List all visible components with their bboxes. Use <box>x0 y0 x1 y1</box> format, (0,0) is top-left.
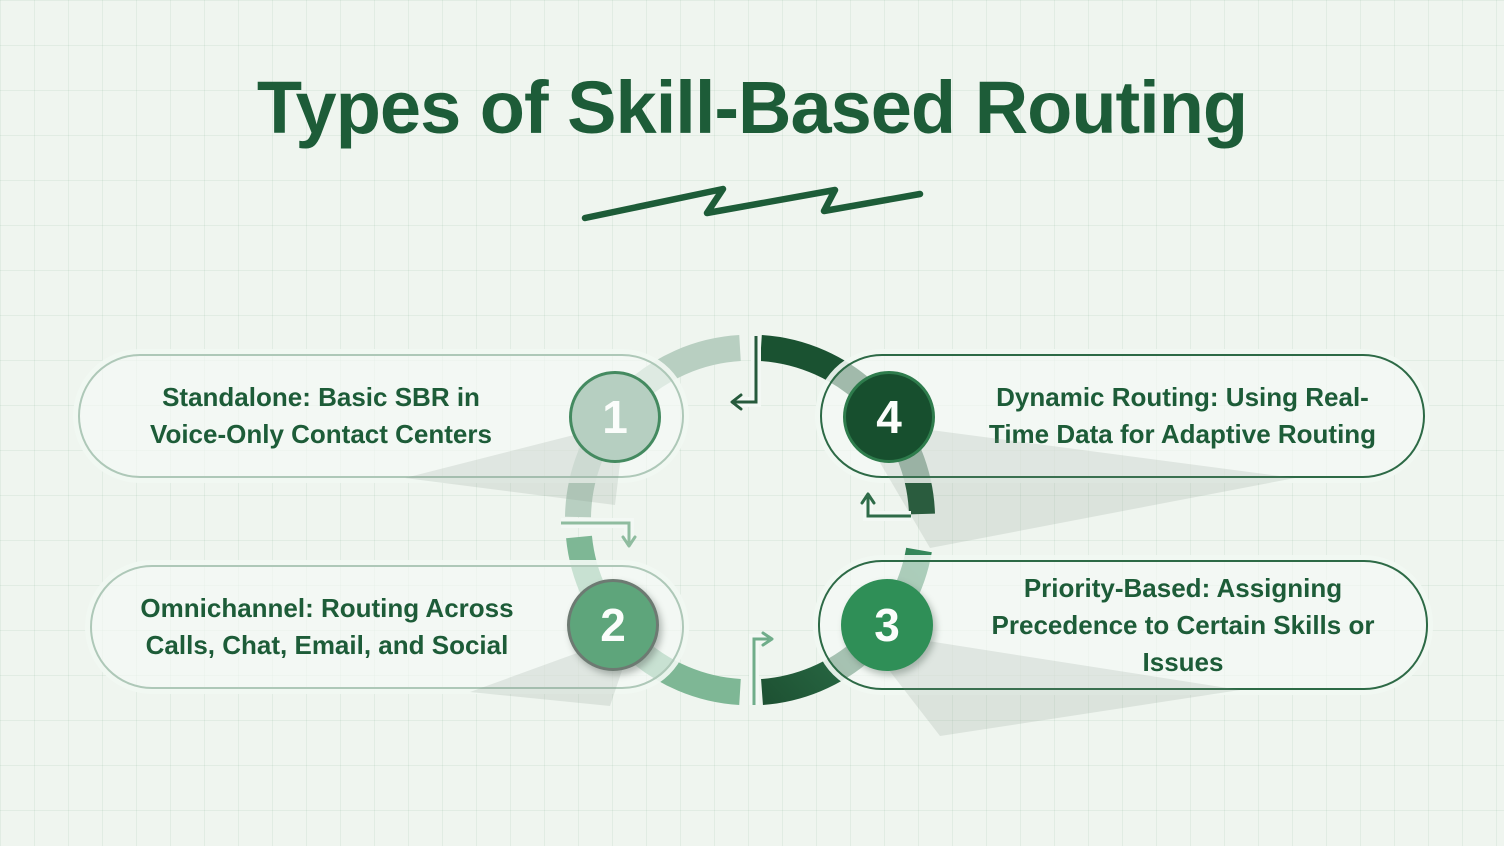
step-3-number-badge: 3 <box>841 579 933 671</box>
step-3-label: Priority-Based: Assigning Precedence to … <box>991 572 1375 677</box>
arrow-1-to-2 <box>561 518 637 548</box>
step-1-label: Standalone: Basic SBR in Voice-Only Cont… <box>150 382 492 449</box>
step-4-number-badge: 4 <box>843 371 935 463</box>
step-2-card: Omnichannel: Routing Across Calls, Chat,… <box>90 565 684 689</box>
step-4-label: Dynamic Routing: Using Real- Time Data f… <box>988 382 1377 449</box>
arrow-3-to-4 <box>860 492 911 521</box>
step-3-number: 3 <box>874 599 900 651</box>
step-4-number: 4 <box>876 391 902 443</box>
step-1-card: Standalone: Basic SBR in Voice-Only Cont… <box>78 354 684 478</box>
step-3-card: Priority-Based: Assigning Precedence to … <box>818 560 1428 690</box>
squiggle-underline-icon <box>581 185 924 222</box>
arrow-4-to-1 <box>730 336 761 411</box>
step-1-number: 1 <box>602 391 628 443</box>
step-2-number-badge: 2 <box>567 579 659 671</box>
step-4-card: Dynamic Routing: Using Real- Time Data f… <box>820 354 1425 478</box>
step-2-number: 2 <box>600 599 626 651</box>
arrow-2-to-3 <box>749 631 774 705</box>
page-title: Types of Skill-Based Routing <box>256 66 1248 149</box>
step-2-label: Omnichannel: Routing Across Calls, Chat,… <box>140 593 514 660</box>
step-1-number-badge: 1 <box>569 371 661 463</box>
